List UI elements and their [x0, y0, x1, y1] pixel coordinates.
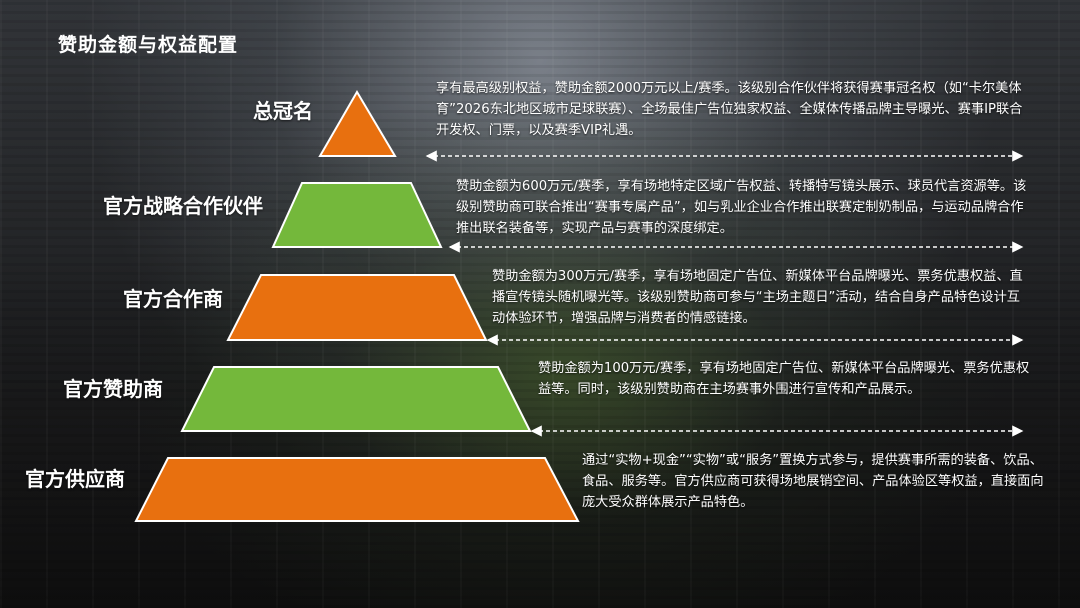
tier-description-strategic-partner: 赞助金额为600万元/赛季，享有场地特定区域广告权益、转播特写镜头展示、球员代言… — [456, 179, 1027, 236]
pyramid-tier-strategic-partner — [271, 182, 443, 248]
tier-label-strategic-partner: 官方战略合作伙伴 — [103, 194, 263, 218]
tier-label-title-sponsor: 总冠名 — [253, 99, 313, 123]
tier-label-official-sponsor: 官方赞助商 — [63, 377, 163, 401]
tier-description-official-partner: 赞助金额为300万元/赛季，享有场地固定广告位、新媒体平台品牌曝光、票务优惠权益… — [492, 269, 1023, 326]
tier-description-official-sponsor: 赞助金额为100万元/赛季，享有场地固定广告位、新媒体平台品牌曝光、票务优惠权益… — [538, 361, 1030, 397]
tier-description-official-supplier: 通过“实物+现金”“实物”或“服务”置换方式参与，提供赛事所需的装备、饮品、食品… — [582, 453, 1044, 510]
tier-description-title-sponsor: 享有最高级别权益，赞助金额2000万元以上/赛季。该级别合作伙伴将获得赛事冠名权… — [436, 81, 1023, 138]
pyramid-tier-official-sponsor — [180, 366, 532, 432]
tier-label-official-supplier: 官方供应商 — [25, 467, 125, 491]
pyramid-tier-official-supplier — [134, 457, 580, 522]
tier-label-official-partner: 官方合作商 — [123, 287, 223, 311]
slide-title: 赞助金额与权益配置 — [58, 34, 239, 56]
pyramid-tier-official-partner — [226, 274, 488, 341]
pyramid-tier-title-sponsor — [318, 90, 397, 157]
